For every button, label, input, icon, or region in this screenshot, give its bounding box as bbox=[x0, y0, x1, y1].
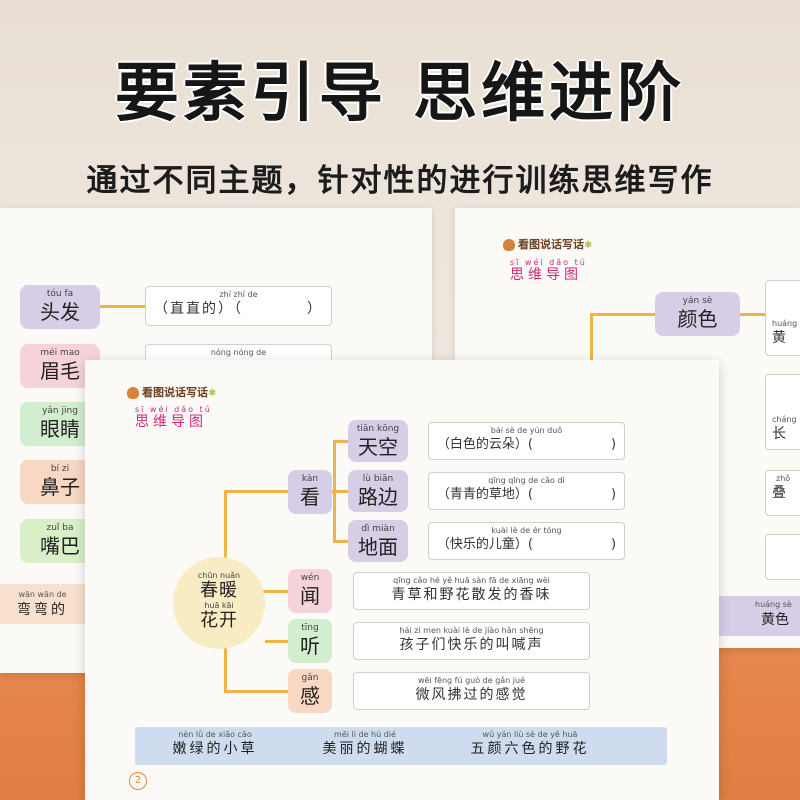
right-logo: 看图说话写话✱ bbox=[503, 236, 592, 252]
right-box-3: zhǒ 叠 bbox=[765, 470, 800, 516]
front-logo: 看图说话写话✱ bbox=[127, 384, 216, 400]
page-title: 要素引导 思维进阶 bbox=[114, 57, 686, 131]
look-answer-roadside: qīng qīng de cǎo dì（青青的草地）( ) bbox=[428, 472, 625, 510]
star-icon: ✱ bbox=[584, 240, 593, 251]
left-bottom-band: wān wān de 弯弯的 bbox=[0, 584, 85, 624]
bear-icon bbox=[127, 387, 139, 399]
center-node: chūn nuǎn 春暖 huā kāi 花开 bbox=[173, 557, 265, 649]
page-subtitle: 通过不同主题，针对性的进行训练思维写作 bbox=[86, 163, 714, 199]
bear-icon bbox=[503, 239, 515, 251]
right-box-1: huáng 黄 bbox=[765, 280, 800, 356]
look-answer-ground: kuài lè de ér tóng（快乐的儿童）( ) bbox=[428, 522, 625, 560]
left-answer-box-1: zhí zhí de（直直的）（ ） bbox=[145, 286, 332, 326]
look-answer-sky: bái sè de yún duǒ（白色的云朵）( ) bbox=[428, 422, 625, 460]
page-number: 2 bbox=[129, 772, 147, 790]
right-box-2: cháng 长 bbox=[765, 374, 800, 450]
star-icon: ✱ bbox=[208, 388, 217, 399]
right-box-4 bbox=[765, 534, 800, 580]
